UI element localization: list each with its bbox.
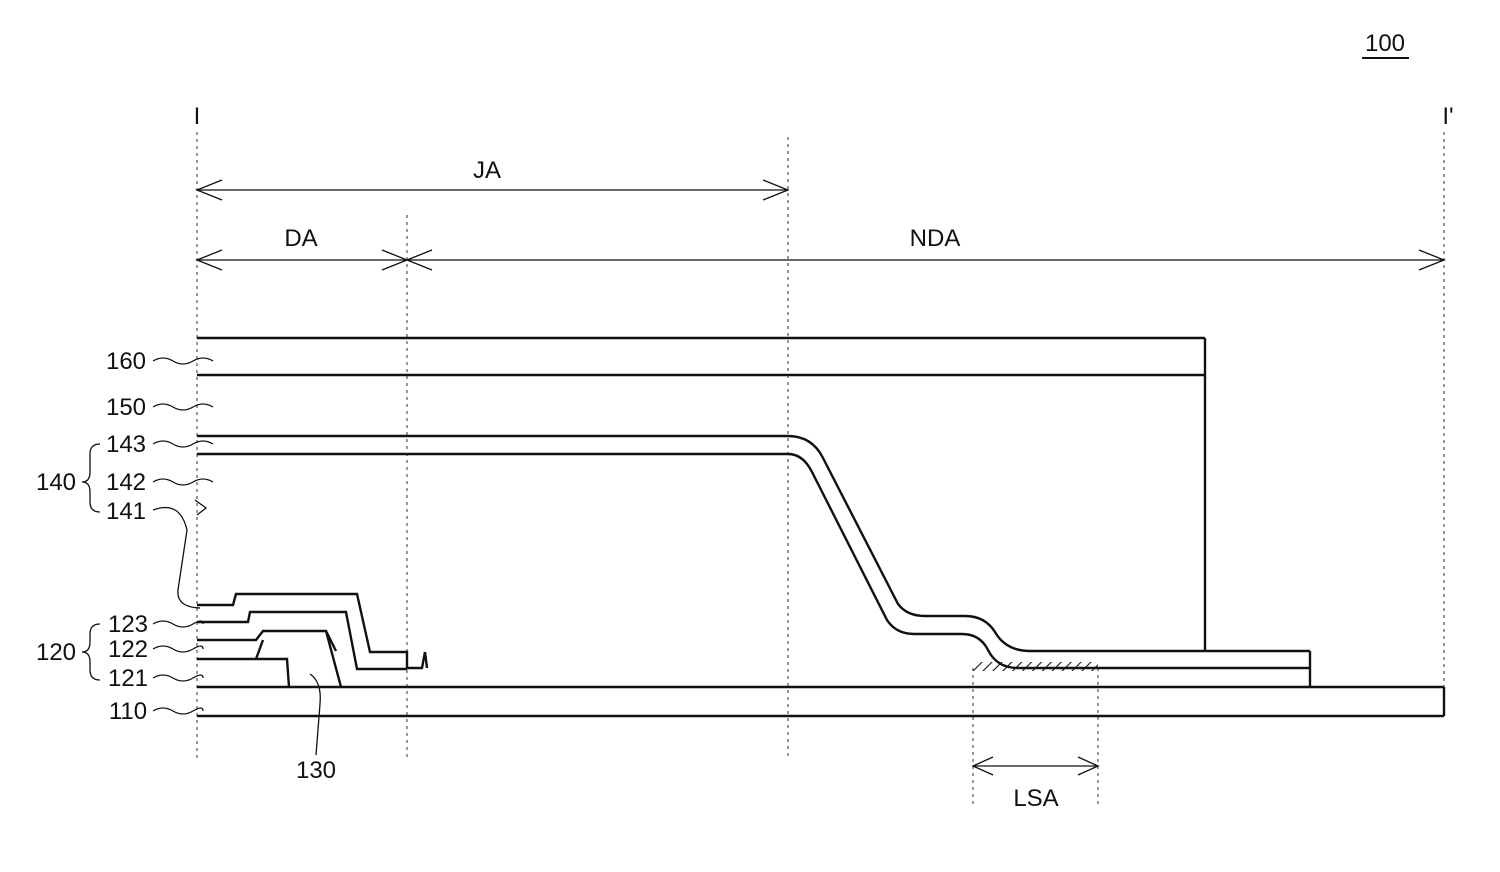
label-140: 140 [36,469,76,496]
label-120: 120 [36,639,76,666]
layer-121 [197,659,289,687]
layer-160 [197,338,1205,375]
figure-number: 100 [1365,30,1405,57]
brace-140 [82,444,100,512]
layer-141-step [425,652,427,668]
label-122: 122 [108,636,148,663]
da-dimension-arrow [197,250,407,270]
lsa-label: LSA [1013,785,1058,812]
leader-110 [153,708,203,714]
nda-label: NDA [910,225,961,252]
label-150: 150 [106,394,146,421]
label-121: 121 [108,665,148,692]
leader-142 [153,479,213,485]
leader-141 [153,508,200,609]
label-142: 142 [106,469,146,496]
label-141: 141 [106,498,146,525]
section-mark-start: I [194,103,201,130]
layer-143 [197,436,1310,668]
substrate-110 [197,687,1444,716]
leader-122 [153,646,203,652]
nda-dimension-arrow [407,250,1444,270]
leader-150 [153,404,213,410]
laser-spot-hatch [973,662,1098,671]
lsa-dimension-arrow [973,757,1098,775]
leader-160 [153,358,213,364]
brace-120 [82,624,100,680]
label-110: 110 [109,698,147,725]
da-label: DA [284,225,317,252]
leader-121 [153,675,203,681]
ja-label: JA [473,157,501,184]
leader-123 [153,621,203,627]
section-mark-end: I' [1442,103,1453,130]
leader-143 [153,441,213,447]
layer-122 [197,631,336,651]
label-160: 160 [106,348,146,375]
label-130: 130 [296,757,336,784]
label-123: 123 [108,611,148,638]
label-143: 143 [106,431,146,458]
